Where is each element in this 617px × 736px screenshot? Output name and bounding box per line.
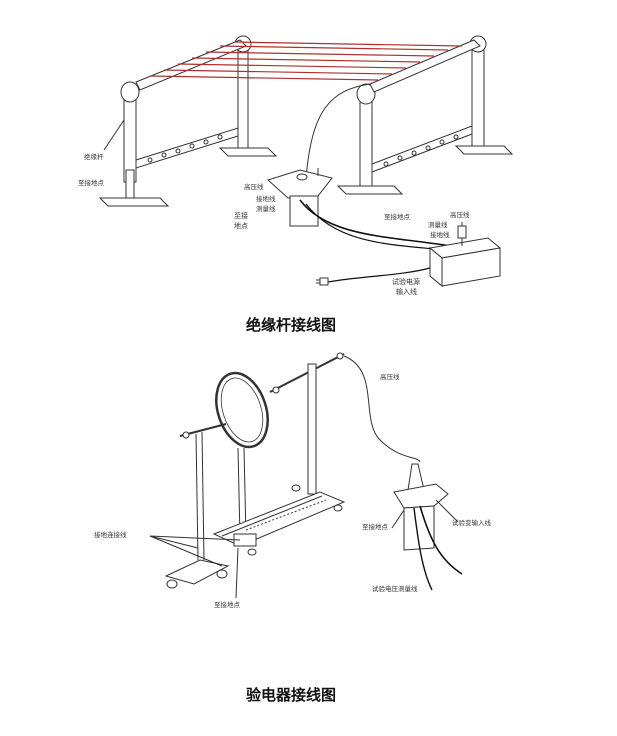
rack-lower-crossbar-left — [135, 127, 239, 169]
hv-line-rack — [305, 83, 371, 179]
rack-post-right-back — [454, 35, 514, 155]
label-hv-line: 高压线 — [244, 183, 264, 191]
rod-rack-diagram — [98, 35, 514, 288]
label-ground-point-mid-1: 至接 — [234, 212, 248, 220]
ring-electrode — [215, 371, 269, 449]
rack-top-rail-right — [369, 39, 481, 93]
left-stand — [164, 423, 230, 589]
cable-transformer-to-box — [299, 199, 463, 249]
caption-electroscope-wiring: 验电器接线图 — [246, 686, 337, 704]
label-ground-line: 接地线 — [256, 195, 276, 203]
base-frame — [212, 484, 346, 556]
rack-lower-crossbar-right — [371, 125, 473, 173]
power-input-cord — [327, 267, 431, 283]
test-transformer-1 — [267, 168, 333, 227]
power-plug-icon — [316, 277, 329, 286]
label-hv-right: 高压线 — [450, 211, 470, 219]
rack-post-right-front — [336, 83, 404, 195]
rack-post-left-front — [98, 81, 170, 207]
label-ground-wire: 接地连接线 — [94, 531, 127, 539]
caption-rod-wiring: 绝缘杆接线图 — [246, 316, 337, 334]
label-transformer-input: 试验变输入线 — [452, 519, 491, 527]
label-rod: 绝缘杆 — [84, 153, 104, 161]
right-stand — [269, 352, 345, 495]
electroscope-diagram — [149, 352, 463, 599]
test-transformer-2 — [393, 463, 449, 551]
label-power-input-2: 输入线 — [396, 288, 417, 296]
label-power-input-1: 试验电源 — [392, 278, 420, 286]
label-meter-right: 测量线 — [428, 221, 448, 229]
control-box — [428, 222, 502, 288]
ground-lead-left — [103, 119, 125, 151]
transformer-input-cable — [419, 505, 463, 575]
label-ground-point-right: 至接地点 — [384, 213, 410, 221]
hv-wire-electroscope — [343, 355, 421, 463]
meter-cable — [413, 507, 433, 591]
label-meter-wire: 试验电压测量线 — [372, 585, 418, 593]
label-ground-point-bottom: 至接地点 — [214, 601, 240, 609]
label-ground-point-left: 至接地点 — [78, 179, 104, 187]
label-ground-point-right: 至接地点 — [362, 523, 388, 531]
label-hv-wire: 高压线 — [380, 373, 400, 381]
insulating-rods — [149, 41, 463, 81]
label-ground-point-mid-2: 地点 — [234, 222, 248, 230]
label-meter-line: 测量线 — [256, 205, 276, 213]
label-ground-right: 接地线 — [430, 231, 450, 239]
